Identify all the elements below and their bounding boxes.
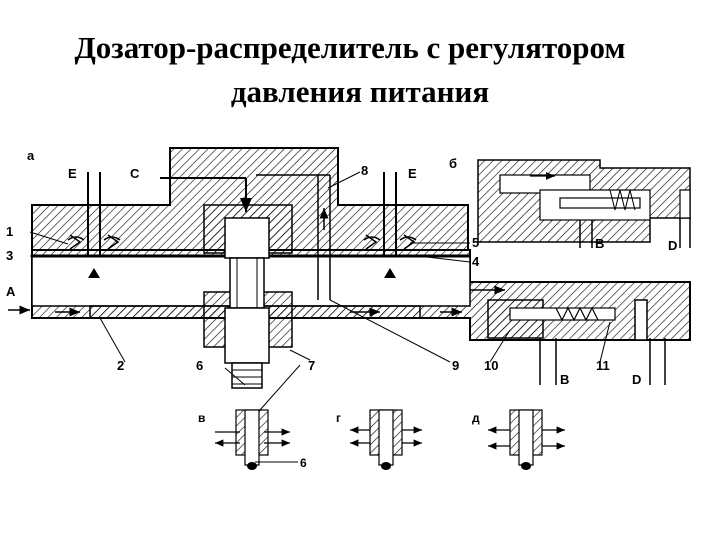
label-view-d: д bbox=[472, 411, 480, 425]
page-title-line-2: давления питания bbox=[230, 74, 490, 109]
label-part-6: 6 bbox=[196, 358, 203, 373]
label-port-b-top: В bbox=[595, 236, 604, 251]
detail-view-g bbox=[350, 409, 422, 470]
center-plunger bbox=[160, 174, 331, 389]
leader-lines bbox=[29, 171, 611, 463]
label-part-7: 7 bbox=[308, 358, 315, 373]
right-valve bbox=[363, 172, 417, 278]
label-part-6-detail: 6 bbox=[300, 456, 307, 470]
detail-view-v bbox=[215, 409, 290, 470]
label-view-g: г bbox=[336, 411, 341, 425]
label-port-e-left: Е bbox=[68, 166, 77, 181]
label-part-10: 10 bbox=[484, 358, 498, 373]
label-view-b: б bbox=[449, 156, 457, 171]
label-part-3: 3 bbox=[6, 248, 13, 263]
label-view-v: в bbox=[198, 411, 205, 425]
left-valve bbox=[67, 172, 121, 278]
label-port-e-right: Е bbox=[408, 166, 417, 181]
label-part-2: 2 bbox=[117, 358, 124, 373]
label-part-8: 8 bbox=[361, 163, 368, 178]
label-part-5: 5 bbox=[472, 235, 479, 250]
pressure-regulator bbox=[470, 285, 666, 385]
flow-arrows bbox=[8, 305, 462, 317]
label-port-d-top: D bbox=[668, 238, 677, 253]
detail-view-d bbox=[488, 409, 565, 470]
label-part-1: 1 bbox=[6, 224, 13, 239]
label-port-b-bottom: В bbox=[560, 372, 569, 387]
view-b bbox=[477, 159, 691, 248]
label-part-4: 4 bbox=[472, 254, 480, 269]
label-port-d-bottom: D bbox=[632, 372, 641, 387]
page-title-line-1: Дозатор-распределитель с регулятором bbox=[74, 30, 626, 65]
label-view-a: а bbox=[27, 148, 35, 163]
label-port-c: С bbox=[130, 166, 140, 181]
label-part-9: 9 bbox=[452, 358, 459, 373]
label-port-a: А bbox=[6, 284, 16, 299]
label-part-11: 11 bbox=[596, 358, 610, 373]
